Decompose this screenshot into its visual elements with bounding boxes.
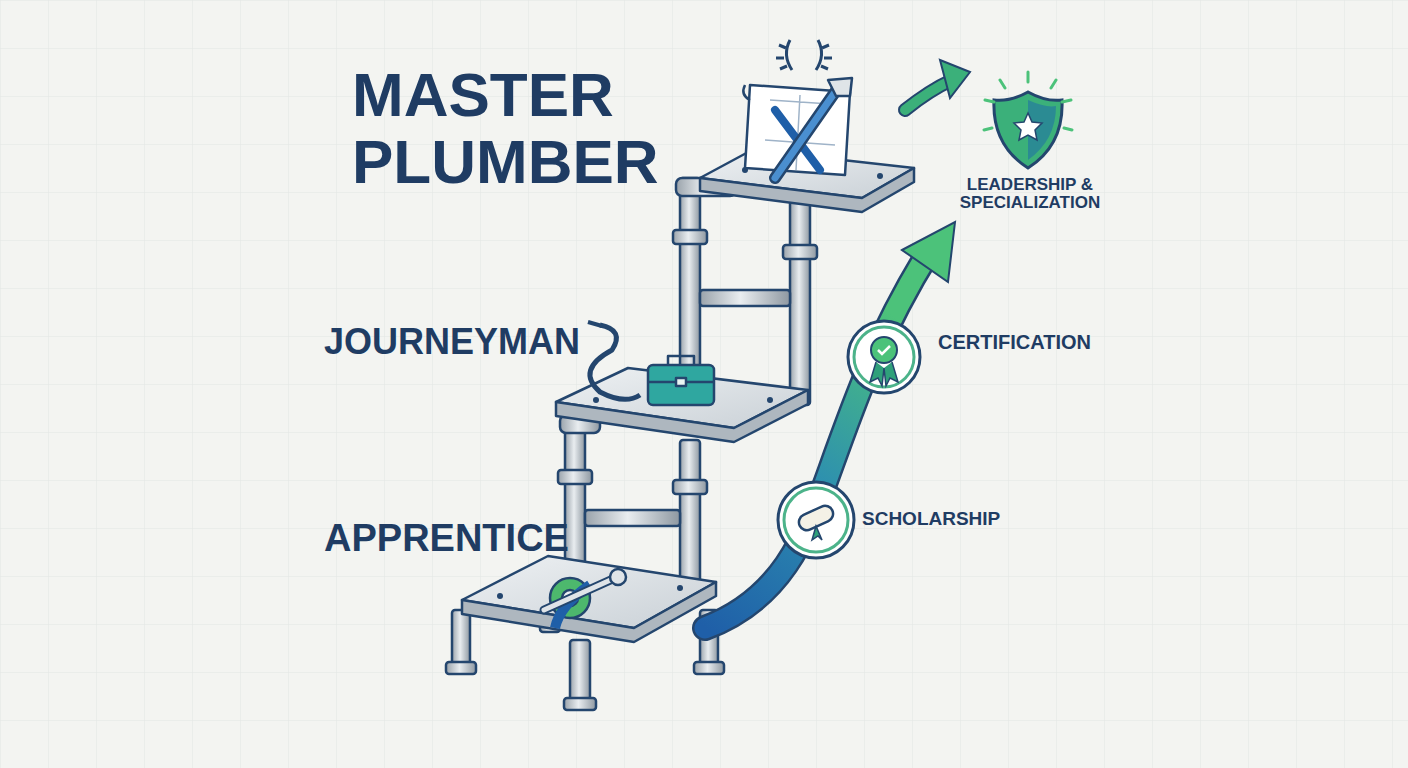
wrench-gear-icon <box>544 569 626 628</box>
scholarship-badge <box>778 482 854 558</box>
hose-toolbox-icon <box>588 322 714 405</box>
step-title: JOURNEYMAN <box>324 323 614 362</box>
outcome-label: LEADERSHIP & SPECIALIZATION <box>940 176 1120 213</box>
step-title: MASTER PLUMBER <box>352 62 682 196</box>
shield-icon <box>984 72 1072 168</box>
progress-arrow <box>705 222 955 628</box>
blueprint-tools-icon <box>743 40 852 178</box>
pipe-frame <box>446 178 817 710</box>
milestone-label: CERTIFICATION <box>938 332 1138 354</box>
certification-badge <box>848 321 920 393</box>
leadership-arrow <box>905 60 970 110</box>
step-title: APPRENTICE <box>324 518 614 559</box>
milestone-label: SCHOLARSHIP <box>862 509 1062 530</box>
